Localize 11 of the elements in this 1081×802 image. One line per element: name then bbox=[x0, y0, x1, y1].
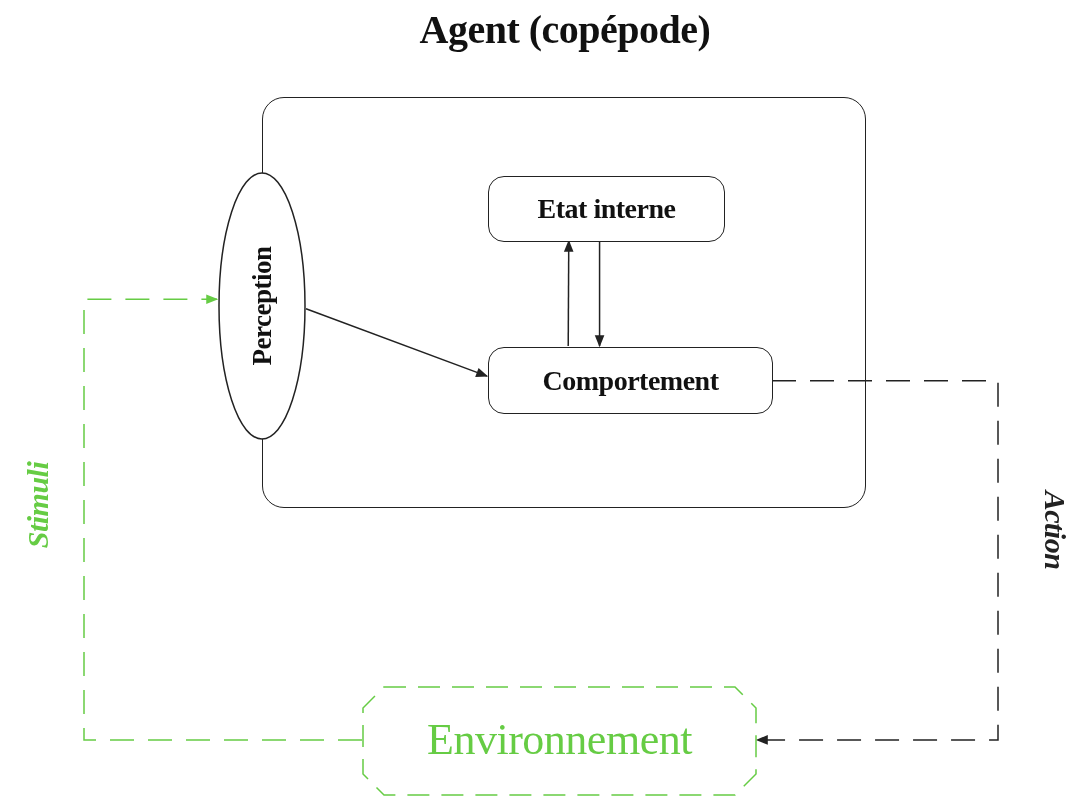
node-label: Perception bbox=[246, 246, 278, 366]
arrow bbox=[83, 294, 363, 741]
node-label: Environnement bbox=[427, 714, 692, 766]
arrow bbox=[594, 240, 605, 348]
process-box bbox=[488, 176, 725, 242]
node-heading: Agent (copépode) bbox=[418, 6, 712, 53]
node-label: Etat interne bbox=[537, 193, 676, 225]
node-label: Comportement bbox=[542, 364, 719, 397]
process-box bbox=[488, 347, 773, 414]
arrow bbox=[755, 380, 999, 745]
arrow bbox=[305, 307, 489, 377]
